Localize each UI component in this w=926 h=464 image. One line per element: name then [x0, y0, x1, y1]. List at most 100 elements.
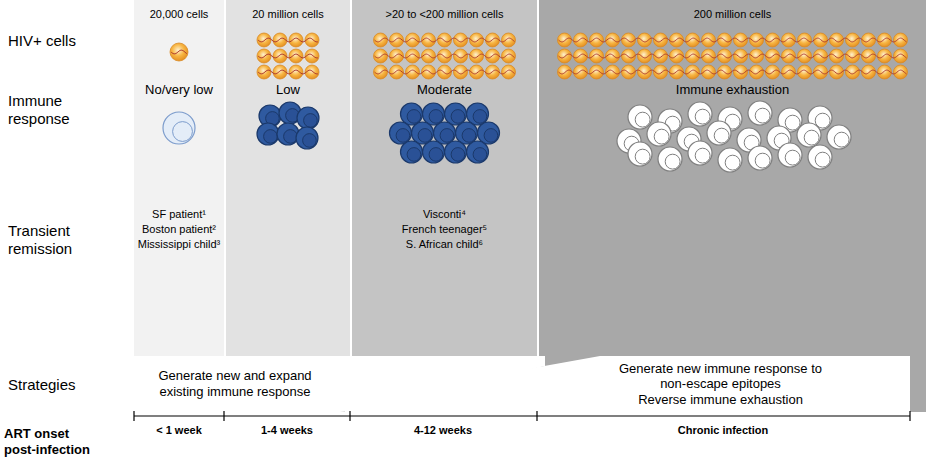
hiv-cell: [257, 65, 271, 79]
immune-cell: [456, 122, 478, 144]
remission-case: S. African child⁶: [352, 238, 537, 251]
viral-dna: [258, 54, 318, 58]
immune-cell: [748, 101, 772, 125]
hiv-cell: [862, 33, 876, 47]
remission-case: Boston patient²: [134, 223, 224, 236]
remission-case: Visconti⁴: [352, 208, 537, 221]
arrow-outline: [345, 356, 910, 412]
timeline-band: 20 million cellsLow: [226, 0, 350, 412]
strategy-label: Reverse immune exhaustion: [613, 392, 828, 408]
hiv-cell: [558, 33, 572, 47]
hiv-cell: [750, 49, 764, 63]
immune-cell: [808, 106, 832, 130]
hiv-cell: [670, 65, 684, 79]
axis-line: [134, 415, 910, 416]
hiv-cell: [846, 49, 860, 63]
hiv-cell: [606, 65, 620, 79]
strategy-text: Generate new and expand existing immune …: [155, 368, 315, 399]
hiv-cell: [766, 49, 780, 63]
hiv-cell: [638, 33, 652, 47]
row-label: Transient remission: [8, 222, 98, 258]
viral-dna: [258, 70, 318, 74]
cell-count: 20,000 cells: [134, 8, 224, 21]
hiv-cell: [558, 49, 572, 63]
axis-label: 4-12 weeks: [373, 424, 513, 437]
hiv-cell: [654, 33, 668, 47]
hiv-cell: [782, 33, 796, 47]
timeline-band: 200 million cellsImmune exhaustion: [539, 0, 926, 412]
response-level: Immune exhaustion: [539, 82, 926, 98]
hiv-cell: [670, 49, 684, 63]
hiv-cell: [718, 65, 732, 79]
hiv-cell: [894, 65, 908, 79]
hiv-cell: [830, 65, 844, 79]
cell-count: >20 to <200 million cells: [352, 8, 537, 21]
hiv-cell: [438, 65, 452, 79]
immune-cell: [797, 123, 821, 147]
hiv-cell: [862, 65, 876, 79]
time-axis: [134, 411, 910, 421]
hiv-cell: [766, 33, 780, 47]
immune-cell: [688, 102, 712, 126]
axis-tick: [223, 411, 224, 421]
timeline-band: 20,000 cellsNo/very low SF patient¹ Boston…: [134, 0, 224, 412]
hiv-cell: [846, 33, 860, 47]
hiv-cell: [273, 33, 287, 47]
hiv-cell: [390, 49, 404, 63]
hiv-cell: [862, 49, 876, 63]
hiv-cell: [289, 65, 303, 79]
hiv-cell: [558, 65, 572, 79]
hiv-cell: [257, 49, 271, 63]
cell-count: 20 million cells: [226, 8, 350, 21]
immune-cell: [688, 141, 712, 165]
hiv-cell: [606, 33, 620, 47]
hiv-cell: [273, 49, 287, 63]
row-label: HIV+ cells: [8, 32, 128, 50]
immune-cell: [617, 129, 641, 153]
immune-cell: [718, 107, 742, 131]
hiv-cell: [734, 65, 748, 79]
immune-cell: [259, 105, 281, 127]
viral-dna: [171, 50, 187, 54]
immune-cell: [279, 102, 301, 124]
hiv-cell: [622, 49, 636, 63]
hiv-cell: [390, 33, 404, 47]
hiv-cell: [590, 49, 604, 63]
hiv-cell: [782, 49, 796, 63]
hiv-cell: [390, 65, 404, 79]
hiv-cell: [406, 65, 420, 79]
hiv-cell: [798, 49, 812, 63]
hiv-cell: [590, 65, 604, 79]
immune-cell: [467, 103, 489, 125]
hiv-cell: [878, 33, 892, 47]
hiv-cell: [170, 43, 188, 61]
immune-cell: [163, 112, 195, 144]
hiv-cell: [814, 65, 828, 79]
hiv-cell: [422, 33, 436, 47]
immune-cell: [434, 122, 456, 144]
immune-cell: [257, 123, 279, 145]
hiv-cell: [305, 33, 319, 47]
hiv-cell: [638, 49, 652, 63]
hiv-cell: [766, 65, 780, 79]
viral-dna: [258, 38, 318, 42]
immune-cell: [748, 146, 772, 170]
hiv-cell: [305, 49, 319, 63]
hiv-cell: [502, 49, 516, 63]
immune-cell: [423, 103, 445, 125]
cell-count: 200 million cells: [539, 8, 926, 21]
hiv-cell: [289, 49, 303, 63]
remission-case: Mississippi child³: [134, 238, 224, 251]
hiv-cell: [638, 65, 652, 79]
immune-cell: [718, 148, 742, 172]
axis-title: ART onset post-infection: [4, 426, 96, 457]
remission-case: SF patient¹: [134, 208, 224, 221]
infected-cells: [170, 33, 908, 79]
response-level: No/very low: [134, 82, 224, 98]
hiv-cell: [670, 33, 684, 47]
hiv-cell: [486, 33, 500, 47]
viral-dna: [375, 70, 515, 74]
hiv-cell: [830, 49, 844, 63]
response-level: Low: [226, 82, 350, 98]
hiv-cell: [374, 33, 388, 47]
